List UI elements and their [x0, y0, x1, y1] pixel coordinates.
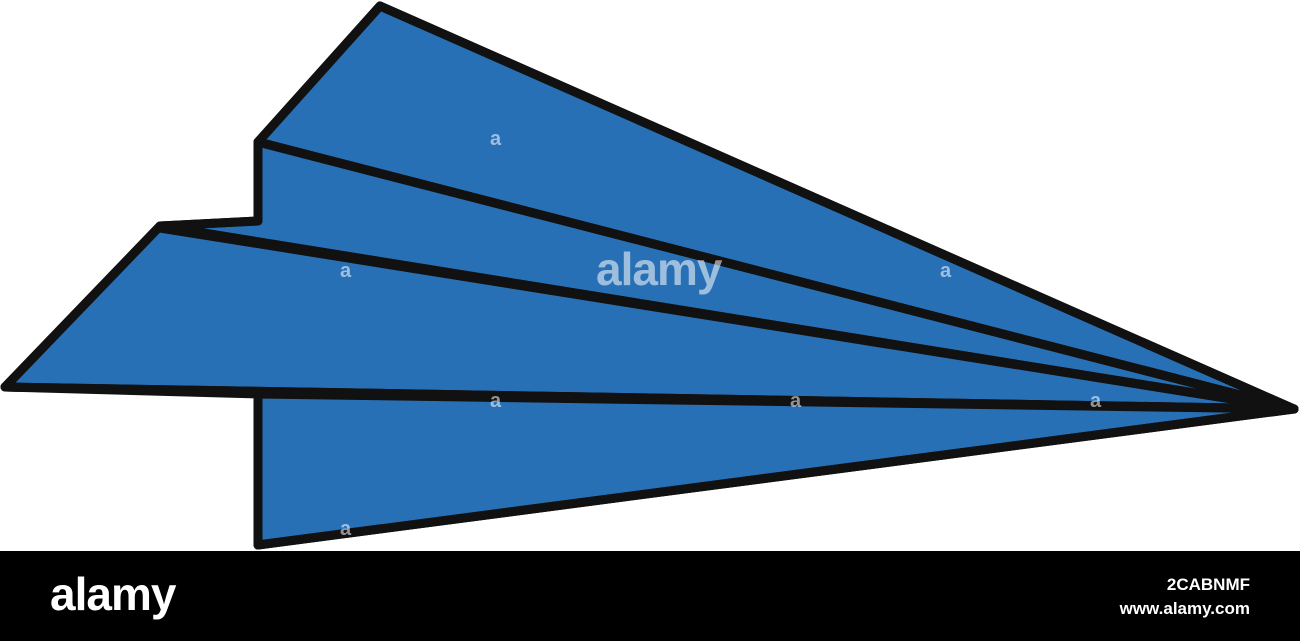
footer-brand-logo: alamy	[50, 568, 176, 620]
site-url: www.alamy.com	[1119, 599, 1250, 618]
crease-line-3	[0, 382, 1299, 414]
footer-credits: 2CABNMF www.alamy.com	[1120, 573, 1250, 621]
crease-line-2	[155, 223, 1299, 414]
paper-airplane-icon	[0, 1, 1299, 550]
crease-line-1	[257, 138, 1299, 414]
footer-bar: alamy 2CABNMF www.alamy.com	[0, 551, 1300, 641]
paper-airplane	[0, 1, 1299, 550]
image-id: 2CABNMF	[1166, 575, 1250, 594]
outline-stroke	[0, 1, 1299, 550]
